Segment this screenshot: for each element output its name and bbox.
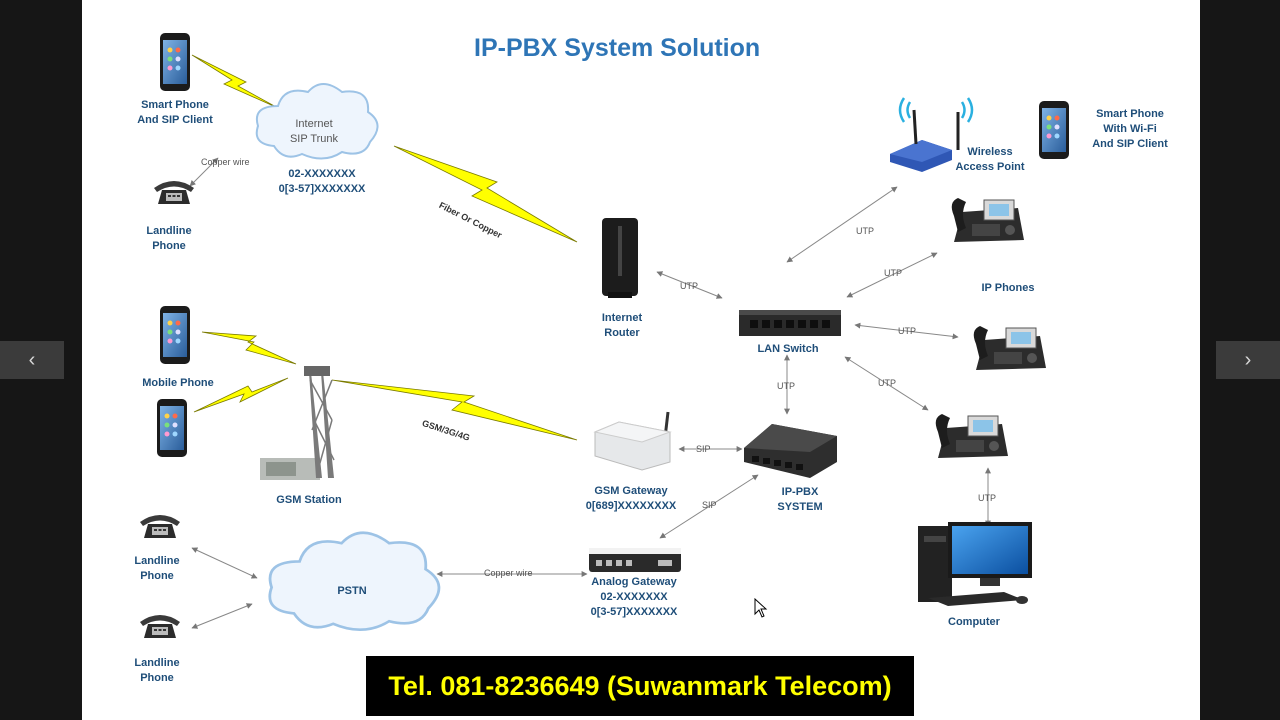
link-label-utp: UTP [898, 326, 916, 336]
lightning-fiber [393, 145, 578, 243]
wireless-ap-icon [890, 97, 974, 172]
label-landline-mid: Landline Phone [122, 554, 192, 584]
cell-tower-icon [260, 366, 335, 480]
label-wireless-ap: Wireless Access Point [950, 145, 1030, 175]
link-label-sip: SIP [702, 500, 717, 510]
link-label-utp: UTP [878, 378, 896, 388]
label-line: 0[689]XXXXXXXX [585, 500, 677, 512]
label-trunk-number-1: 02-XXXXXXX [288, 168, 356, 180]
link-label-utp: UTP [978, 493, 996, 503]
label-smart-phone-wifi: Smart Phone With Wi-Fi And SIP Client [1082, 107, 1178, 152]
label-line: Phone [140, 672, 174, 684]
label-line: Router [604, 327, 640, 339]
gateway-icon [593, 411, 672, 471]
switch-icon [739, 310, 841, 336]
link-router-switch [656, 271, 723, 299]
label-landline-top: Landline Phone [134, 224, 204, 254]
link-switch-ap [786, 186, 898, 263]
label-mobile-phone: Mobile Phone [142, 377, 214, 389]
ip-phone-icon [951, 197, 1025, 243]
label-smart-phone-sip: Smart Phone And SIP Client [130, 98, 220, 128]
label-lan-switch: LAN Switch [757, 343, 819, 355]
connection-lines [189, 157, 991, 629]
label-line: Internet [295, 118, 333, 130]
label-line: 0[3-57]XXXXXXX [590, 606, 678, 618]
label-line: 02-XXXXXXX [600, 591, 668, 603]
link-label-sip: SIP [696, 444, 711, 454]
label-line: Phone [152, 240, 186, 252]
label-ip-pbx: IP-PBX SYSTEM [766, 485, 834, 515]
link-label-utp: UTP [680, 281, 698, 291]
mouse-cursor-icon [754, 598, 768, 618]
label-line: SIP Trunk [289, 133, 339, 145]
label-line: And SIP Client [1092, 138, 1168, 150]
label-line: Analog Gateway [591, 576, 677, 588]
label-line: With Wi-Fi [1103, 123, 1157, 135]
contact-banner: Tel. 081-8236649 (Suwanmark Telecom) [366, 656, 914, 716]
link-switch-phone2 [854, 322, 959, 340]
lightning-mobile1 [201, 331, 297, 365]
label-gsm-station: GSM Station [276, 494, 342, 506]
link-label-utp: UTP [856, 226, 874, 236]
landline-phone-icon [140, 515, 180, 538]
smartphone-icon [1039, 101, 1069, 159]
link-landline-trunk [189, 157, 219, 187]
smartphone-icon [157, 399, 187, 457]
ip-phone-icon [935, 413, 1009, 459]
link-switch-phone3 [844, 356, 929, 411]
label-line: Access Point [955, 161, 1025, 173]
label-analog-gateway: Analog Gateway 02-XXXXXXX 0[3-57]XXXXXXX [574, 575, 694, 620]
label-landline-bottom: Landline Phone [122, 656, 192, 686]
label-line: Smart Phone [141, 99, 209, 111]
analog-gateway-icon [589, 548, 681, 572]
label-ip-phones: IP Phones [981, 282, 1035, 294]
smartphone-icon [160, 33, 190, 91]
link-label-copper-wire: Copper wire [484, 568, 533, 578]
label-computer: Computer [948, 616, 1000, 628]
label-gsm-gateway: GSM Gateway 0[689]XXXXXXXX [576, 484, 686, 514]
lightning-gsm [331, 379, 578, 441]
landline-phone-icon [140, 615, 180, 638]
label-line: GSM Gateway [594, 485, 668, 497]
ip-pbx-icon [744, 424, 837, 478]
link-analog-pbx [659, 474, 759, 539]
label-line: Phone [140, 570, 174, 582]
label-line: Smart Phone [1096, 108, 1164, 120]
computer-icon [918, 522, 1032, 606]
label-line: And SIP Client [137, 114, 213, 126]
next-slide-button[interactable]: › [1216, 341, 1280, 379]
label-trunk-number-2: 0[3-57]XXXXXXX [278, 183, 366, 195]
link-switch-phone1 [846, 252, 938, 298]
landline-phone-icon [154, 181, 194, 204]
label-line: SYSTEM [777, 501, 823, 513]
ip-phone-icon [973, 325, 1047, 371]
label-line: Landline [134, 555, 180, 567]
slide-canvas: IP-PBX System Solution Smart Phone And S… [82, 0, 1200, 720]
router-icon [602, 218, 638, 298]
smartphone-icon [160, 306, 190, 364]
label-internet-router: Internet Router [587, 311, 657, 341]
link-label-utp: UTP [777, 381, 795, 391]
diagram-title: IP-PBX System Solution [474, 34, 761, 62]
wireless-links [191, 54, 578, 441]
previous-slide-button[interactable]: ‹ [0, 341, 64, 379]
network-diagram [140, 33, 1069, 638]
link-label-utp: UTP [884, 268, 902, 278]
link-landline-pstn-2 [191, 603, 253, 629]
cloud-icon [268, 531, 441, 632]
link-label-copper-wire: Copper wire [201, 157, 250, 167]
label-internet-sip-trunk: Internet SIP Trunk [278, 117, 350, 147]
label-line: Landline [146, 225, 192, 237]
label-pstn: PSTN [337, 585, 367, 597]
label-line: Landline [134, 657, 180, 669]
label-line: Wireless [967, 146, 1013, 158]
lightning-mobile2 [193, 377, 289, 413]
link-landline-pstn-1 [191, 547, 258, 579]
label-line: IP-PBX [781, 486, 819, 498]
label-line: Internet [601, 312, 643, 324]
